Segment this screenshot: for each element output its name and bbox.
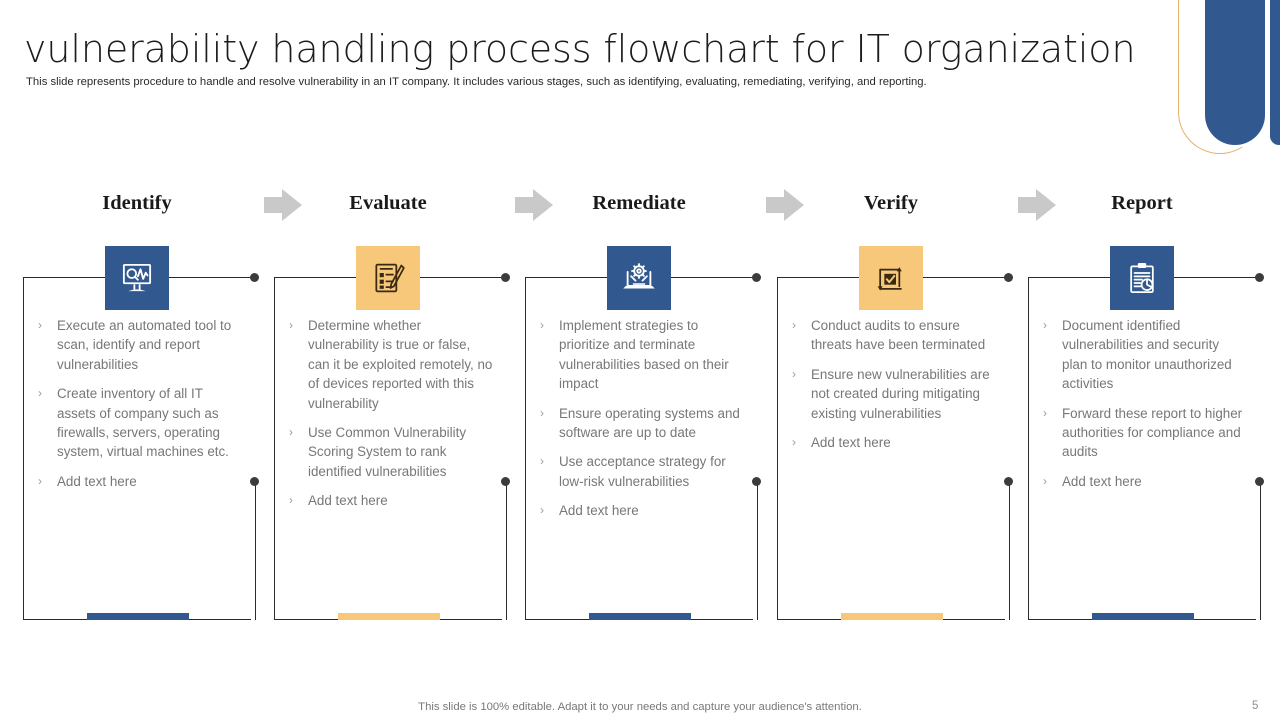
connector-dot-bottom-1 [250,477,259,486]
connector-line-vertical-1 [254,482,256,620]
list-item: › Add text here [36,472,242,491]
accent-bar-verify [841,613,943,620]
chevron-right-icon: › [289,493,293,508]
list-item: › Add text here [538,501,744,520]
list-item-text: Conduct audits to ensure threats have be… [811,318,986,353]
connector-dot-bottom-4 [1004,477,1013,486]
bullet-list-verify: › Conduct audits to ensure threats have b… [790,316,996,462]
chevron-right-icon: › [1043,473,1047,488]
list-item-text: Add text here [57,473,137,489]
accent-bar-evaluate [338,613,440,620]
flow-arrow-1 [262,186,304,224]
list-item: › Use Common Vulnerability Scoring System… [287,423,493,481]
connector-line-vertical-4 [1008,482,1010,620]
clipboard-pen-icon [356,246,420,310]
flow-arrow-2 [513,186,555,224]
chevron-right-icon: › [540,503,544,518]
connector-line-horizontal-4 [943,277,1005,278]
list-item: › Add text here [1041,472,1247,491]
list-item: › Document identified vulnerabilities and… [1041,316,1247,394]
step-title-evaluate: Evaluate [349,192,427,214]
list-item-text: Create inventory of all IT assets of com… [57,386,229,460]
list-item: › Add text here [287,491,493,510]
list-item-text: Implement strategies to prioritize and t… [559,318,729,392]
list-item-text: Use Common Vulnerability Scoring System … [308,425,467,479]
connector-dot-bottom-3 [752,477,761,486]
connector-line-horizontal-5 [1194,277,1256,278]
page-title: vulnerability handling process flowchart… [24,27,1136,71]
list-item: › Implement strategies to prioritize and … [538,316,744,394]
accent-bar-remediate [589,613,691,620]
bullet-list-evaluate: › Determine whether vulnerability is true… [287,316,493,521]
chevron-right-icon: › [540,318,544,332]
decorative-u-shape-secondary [1270,0,1280,145]
list-item: › Ensure new vulnerabilities are not crea… [790,365,996,423]
list-item-text: Execute an automated tool to scan, ident… [57,318,232,372]
list-item: › Forward these report to higher authorit… [1041,404,1247,462]
step-title-verify: Verify [864,192,918,214]
accent-bar-identify [87,613,189,620]
accent-bar-report [1092,613,1194,620]
connector-line-vertical-3 [756,482,758,620]
chevron-right-icon: › [540,454,544,469]
list-item-text: Add text here [559,503,639,519]
bullet-list-remediate: › Implement strategies to prioritize and … [538,316,744,531]
bullet-list-report: › Document identified vulnerabilities and… [1041,316,1247,501]
list-item-text: Add text here [811,435,891,451]
bullet-list-identify: › Execute an automated tool to scan, iden… [36,316,242,501]
list-item-text: Add text here [1062,473,1142,489]
connector-line-vertical-5 [1259,482,1261,620]
checkbox-arrows-icon [859,246,923,310]
connector-dot-bottom-2 [501,477,510,486]
connector-dot-top-1 [250,272,259,282]
chevron-right-icon: › [38,386,42,401]
list-item: › Ensure operating systems and software a… [538,404,744,443]
chevron-right-icon: › [289,318,293,332]
connector-line-horizontal-1 [189,277,251,278]
list-item-text: Ensure operating systems and software ar… [559,405,740,441]
list-item-text: Use acceptance strategy for low-risk vul… [559,454,726,489]
page-subtitle: This slide represents procedure to handl… [26,76,927,88]
page-number: 5 [1252,700,1259,712]
list-item: › Execute an automated tool to scan, iden… [36,316,242,374]
chevron-right-icon: › [38,318,42,332]
chevron-right-icon: › [289,425,293,440]
flow-arrow-4 [1016,186,1058,224]
chevron-right-icon: › [792,435,796,450]
list-item-text: Forward these report to higher authoriti… [1062,405,1243,460]
flow-arrow-3 [764,186,806,224]
laptop-gear-wrench-icon [607,246,671,310]
connector-dot-top-4 [1004,272,1013,282]
list-item-text: Ensure new vulnerabilities are not creat… [811,366,990,421]
chevron-right-icon: › [792,318,796,332]
list-item-text: Determine whether vulnerability is true … [308,318,493,411]
clipboard-chart-icon [1110,246,1174,310]
connector-line-vertical-2 [505,482,507,620]
list-item: › Use acceptance strategy for low-risk vu… [538,452,744,491]
chevron-right-icon: › [38,473,42,488]
list-item: › Create inventory of all IT assets of co… [36,384,242,462]
step-title-report: Report [1111,192,1173,214]
footer-note: This slide is 100% editable. Adapt it to… [418,701,862,713]
chevron-right-icon: › [792,366,796,381]
chevron-right-icon: › [1043,318,1047,332]
monitor-scan-icon [105,246,169,310]
list-item: › Add text here [790,433,996,452]
step-title-identify: Identify [102,192,172,214]
connector-line-horizontal-3 [691,277,753,278]
chevron-right-icon: › [1043,405,1047,420]
list-item-text: Add text here [308,493,388,509]
connector-dot-bottom-5 [1255,477,1264,486]
list-item: › Determine whether vulnerability is true… [287,316,493,413]
connector-dot-top-5 [1255,272,1264,282]
step-title-remediate: Remediate [592,192,686,214]
connector-dot-top-2 [501,272,510,282]
chevron-right-icon: › [540,405,544,420]
decorative-u-shape [1205,0,1265,145]
connector-dot-top-3 [752,272,761,282]
list-item: › Conduct audits to ensure threats have b… [790,316,996,355]
list-item-text: Document identified vulnerabilities and … [1062,318,1232,392]
connector-line-horizontal-2 [440,277,502,278]
